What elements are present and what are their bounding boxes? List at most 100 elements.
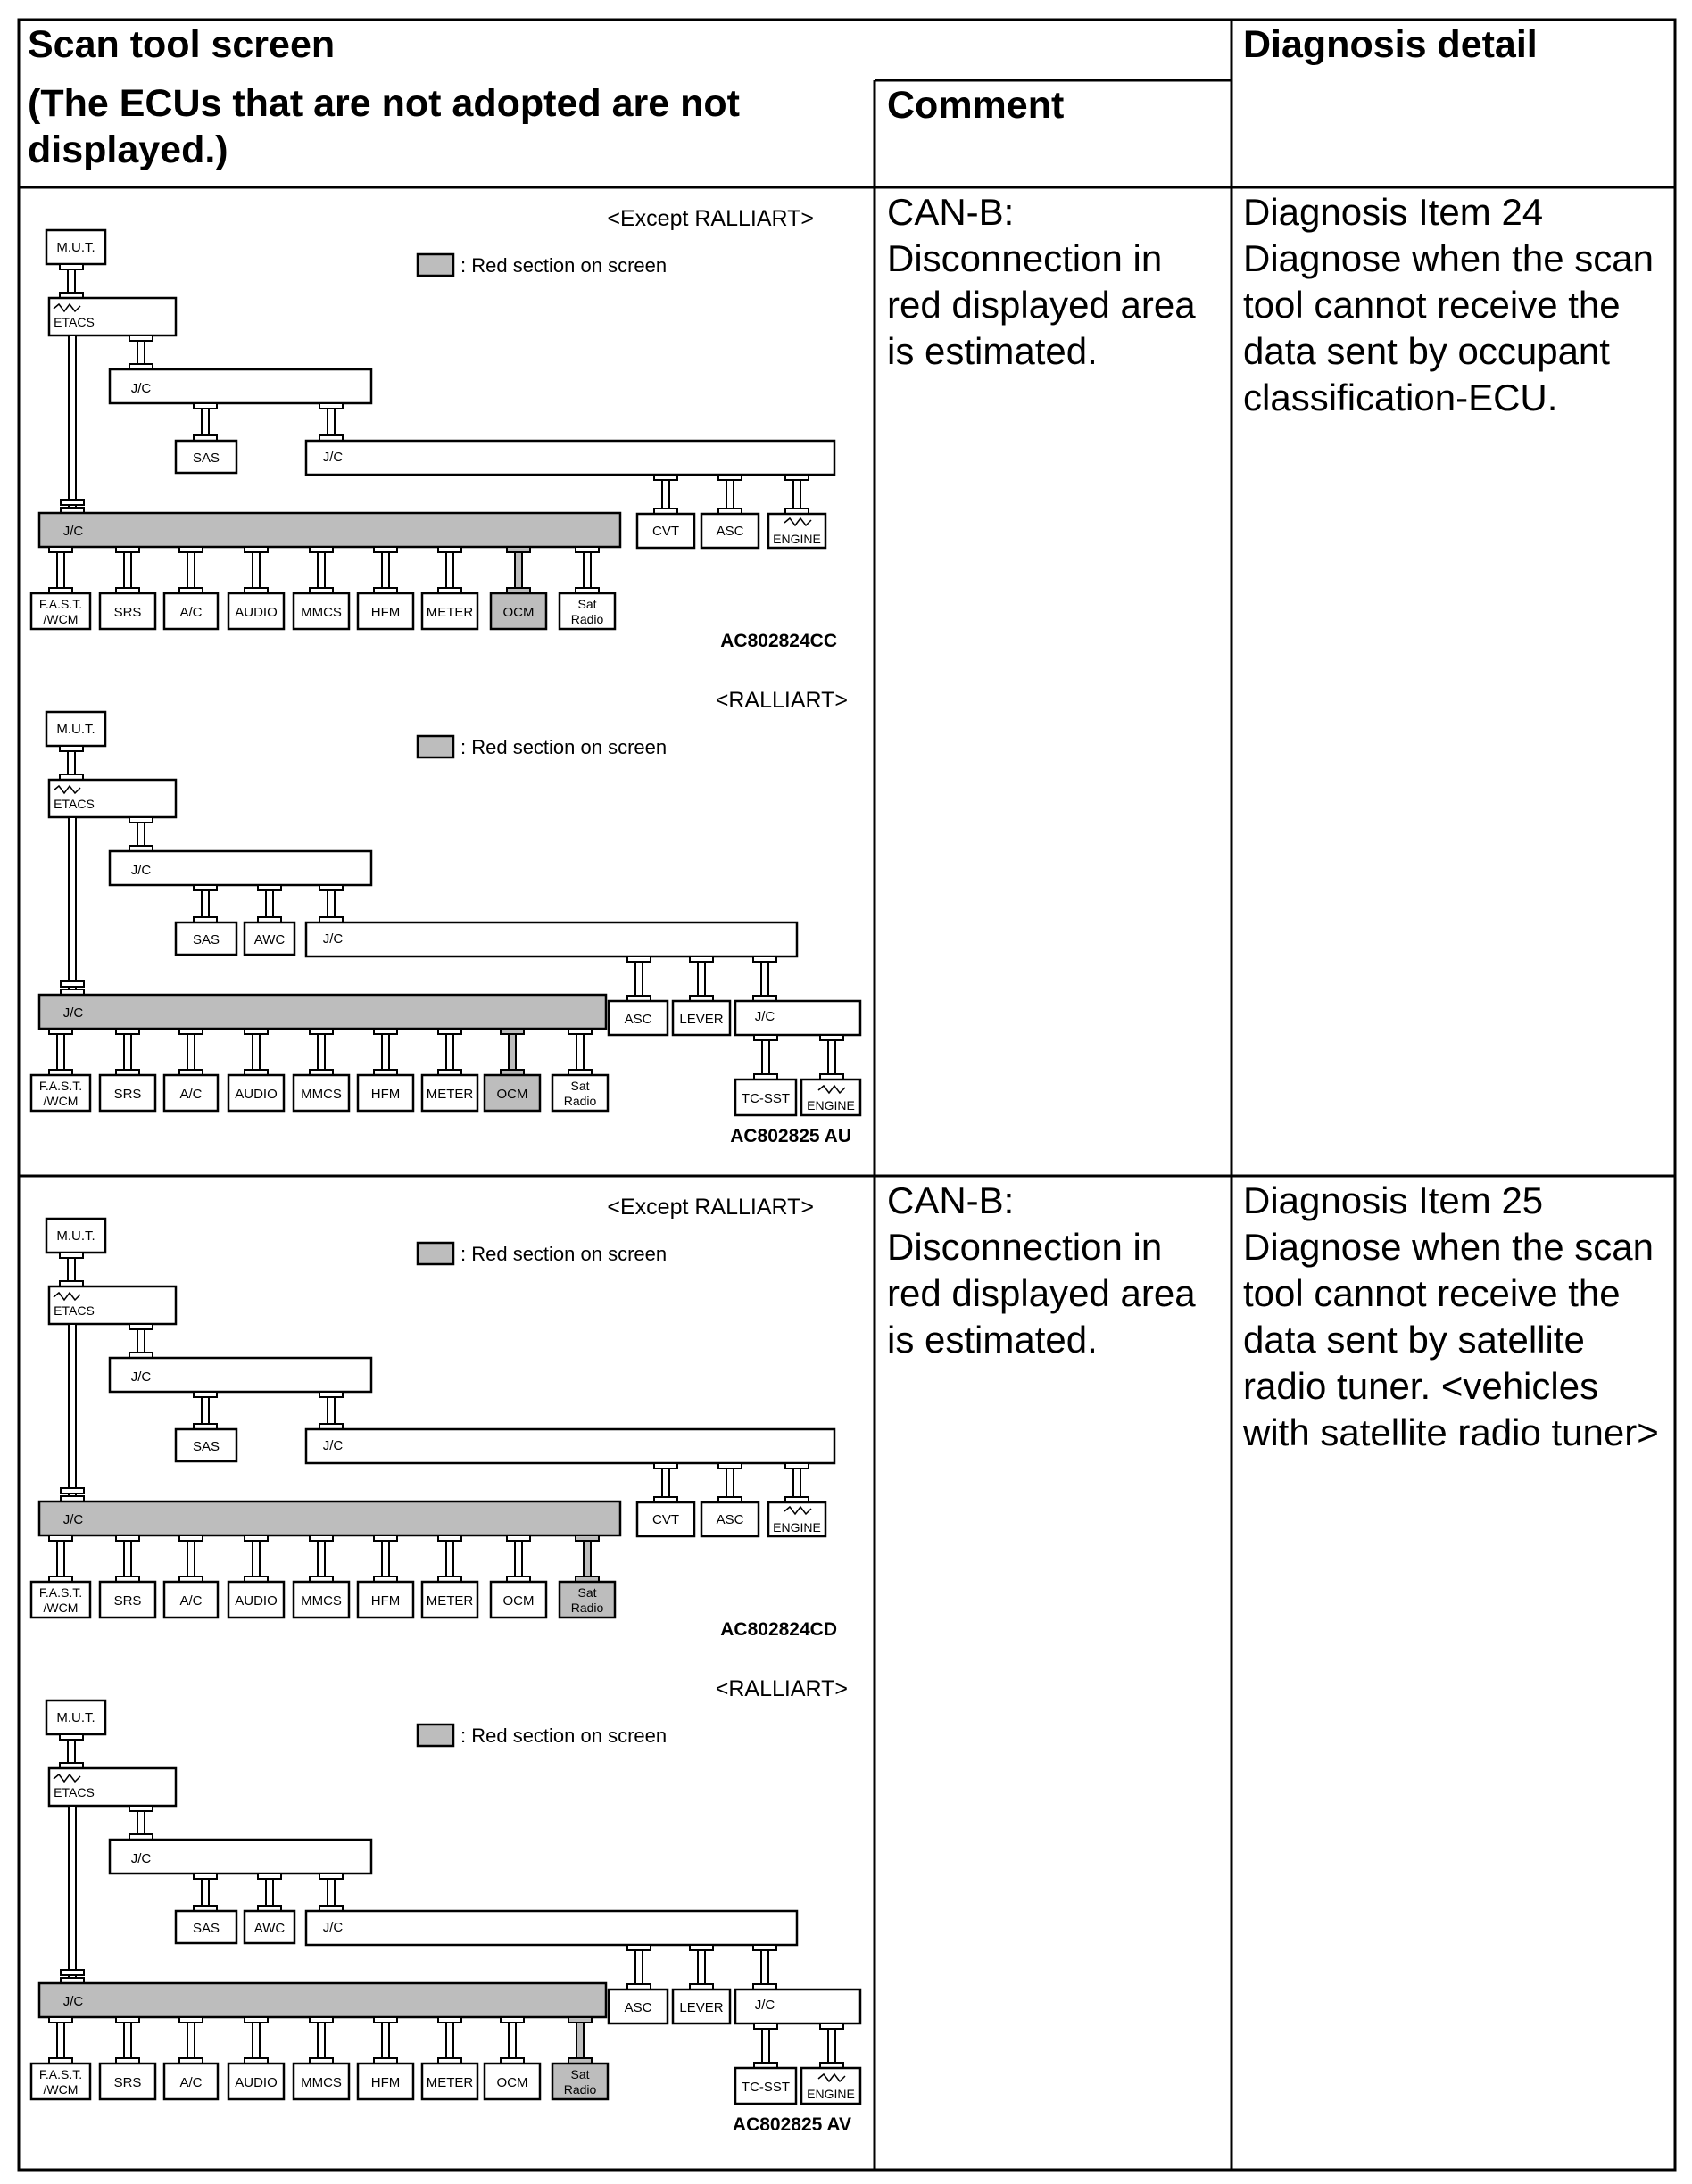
ac-box [162, 2062, 220, 2101]
diagram-row2-ralliart: <RALLIART>: Red section on screenM.U.T.E… [29, 1676, 862, 2135]
engine-box [800, 1078, 862, 1117]
sas-box [174, 1909, 238, 1945]
connector-part [187, 1540, 195, 1577]
cvt-label: CVT [652, 1512, 679, 1527]
row2-comment: CAN-B: Disconnection in red displayed ar… [887, 1179, 1196, 1361]
resistor-symbol [817, 1084, 846, 1095]
connector [244, 1535, 269, 1583]
row1-diagnosis: Diagnosis Item 24 Diagnose when the scan… [1243, 191, 1654, 418]
connector [568, 1028, 593, 1076]
connector [319, 1873, 344, 1912]
connector [653, 1462, 678, 1503]
connector [717, 1462, 742, 1503]
connector-part [508, 1033, 517, 1071]
sat-radio-label-2: Radio [564, 2082, 597, 2097]
connector [60, 980, 85, 996]
diagnosis-header: Diagnosis detail [1243, 23, 1538, 66]
sas-label: SAS [193, 1439, 220, 1454]
sat-radio-label-1: Sat [570, 1079, 589, 1093]
connector [752, 956, 777, 1002]
audio-label: AUDIO [235, 605, 278, 620]
asc-box [700, 512, 760, 550]
connector-part [827, 2028, 836, 2064]
connector-part [583, 551, 592, 589]
connector-part [381, 551, 390, 589]
lever-box [671, 999, 732, 1037]
engine-box [800, 2066, 862, 2105]
connector-part [123, 551, 132, 589]
jc-mid-box [304, 1909, 799, 1947]
tcsst-label: TC-SST [742, 1091, 790, 1106]
connector [319, 884, 344, 923]
audio-box [227, 2062, 286, 2101]
connector-part [67, 750, 76, 775]
audio-label: AUDIO [235, 1593, 278, 1609]
awc-box [243, 1909, 296, 1945]
connector [59, 1252, 84, 1287]
ocm-box [483, 2062, 542, 2101]
connector [115, 1535, 140, 1583]
jc-mid-label: J/C [323, 1438, 344, 1453]
ocm-label: OCM [503, 605, 535, 620]
mmcs-box [292, 1580, 351, 1619]
jc-red-bus [37, 1981, 608, 2019]
connector [48, 1535, 73, 1583]
srs-box [98, 1580, 157, 1619]
sat-radio-box [558, 592, 617, 631]
ocm-label: OCM [497, 1087, 528, 1102]
asc-label: ASC [717, 524, 744, 539]
connector-part [583, 1540, 592, 1577]
sat-radio-label-1: Sat [577, 1585, 596, 1600]
connector-part [445, 2022, 454, 2059]
fast-wcm-box [29, 2062, 92, 2101]
connector [373, 1535, 398, 1583]
mut-box [45, 710, 107, 748]
sas-box [174, 921, 238, 956]
connector [437, 1535, 462, 1583]
connector-part [317, 1540, 326, 1577]
connector [575, 1535, 600, 1583]
asc-label: ASC [625, 1012, 652, 1027]
connector-part [792, 479, 801, 509]
jc-upper-box [108, 1356, 373, 1394]
connector [59, 263, 84, 299]
row1-comment: CAN-B: Disconnection in red displayed ar… [887, 191, 1196, 372]
asc-box [607, 999, 669, 1037]
ocm-box [489, 592, 548, 631]
connector [60, 499, 85, 514]
sat-radio-box [551, 2062, 610, 2101]
asc-box [607, 1988, 669, 2025]
connector [626, 1944, 651, 1990]
resistor-symbol [53, 302, 81, 313]
ocm-box [483, 1073, 542, 1113]
connector [506, 1535, 531, 1583]
asc-label: ASC [717, 1512, 744, 1527]
jc-red-label: J/C [63, 1512, 84, 1527]
ocm-label: OCM [503, 1593, 535, 1609]
audio-box [227, 1580, 286, 1619]
connector [129, 335, 153, 370]
connector-part [661, 1468, 670, 1498]
connector-part [761, 1039, 770, 1075]
connector [309, 546, 334, 594]
meter-box [420, 2062, 479, 2101]
connector-part [252, 1033, 261, 1071]
connector-part [265, 889, 274, 918]
can-trunk [68, 1805, 77, 1976]
jc-upper-box [108, 1838, 373, 1875]
comment-header: Comment [887, 84, 1065, 127]
connector-part [56, 551, 65, 589]
sas-box [174, 439, 238, 475]
connector-part [792, 1468, 801, 1498]
connector [178, 546, 203, 594]
meter-label: METER [427, 605, 474, 620]
connector [244, 546, 269, 594]
connector [319, 402, 344, 442]
connector-part [634, 1949, 643, 1985]
jc-mid-box [304, 921, 799, 958]
audio-box [227, 1073, 286, 1113]
jc-upper-label: J/C [131, 863, 152, 878]
ocm-box [489, 1580, 548, 1619]
connector-part [445, 1033, 454, 1071]
figure-code: AC802824CC [720, 631, 837, 651]
